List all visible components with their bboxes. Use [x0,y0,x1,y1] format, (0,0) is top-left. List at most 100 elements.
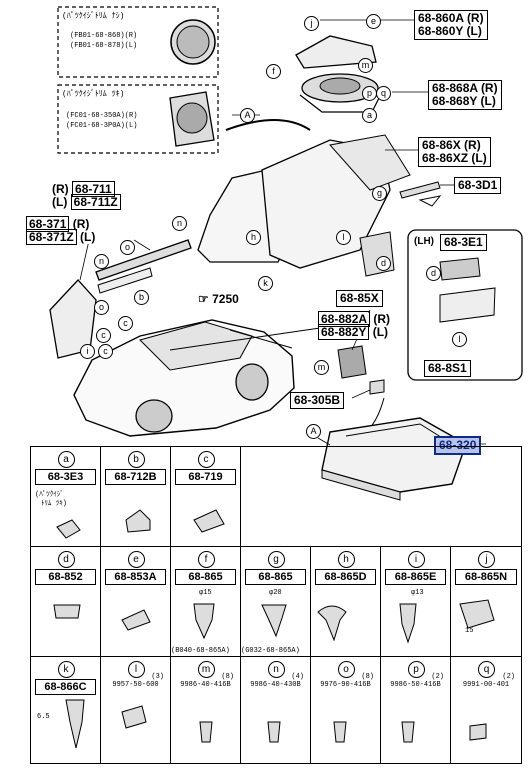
ref-circle-l-1[interactable]: l [336,230,351,245]
ref-circle-o-1[interactable]: o [120,240,135,255]
ref-circle-c-3[interactable]: c [98,344,113,359]
legend-cell-f[interactable]: f 68-865 φ15 (B040-68-865A) [171,547,241,657]
part-68-868Y: 68-868Y [432,94,478,108]
legend-cell-m[interactable]: m (8) 9986-40-416B [171,657,241,763]
part-label-7250[interactable]: ☞ 7250 [198,292,239,306]
ref-circle-l-2[interactable]: l [452,332,467,347]
ref-circle-d-2[interactable]: d [426,266,441,281]
legend-part-68-3E3: 68-3E3 [35,469,96,485]
part-68-305B[interactable]: 68-305B [290,392,345,409]
ref-circle-e[interactable]: e [366,14,381,29]
part-box-68-711[interactable]: (R) 68-711 (L) 68-711Z [52,181,121,210]
legend-part-68-719: 68-719 [175,469,236,485]
callout-no-trim-part-r: (FB01-68-868)(R) [70,32,138,40]
legend-cell-a[interactable]: a 68-3E3 (ﾊﾟﾂｸｲｼﾞ ﾄﾘﾑ ﾂｷ) [31,447,101,547]
ref-circle-m-2[interactable]: m [314,360,329,375]
part-68-882A: 68-882A [318,311,371,327]
callout-no-trim-part-l: (FB01-68-878)(L) [70,42,138,50]
ref-circle-g[interactable]: g [372,186,387,201]
scuff-plate [95,239,192,294]
upper-trim-panel [295,35,377,69]
legend-cell-c[interactable]: c 68-719 [171,447,241,547]
ref-circle-A-bottom[interactable]: A [306,424,321,439]
part-68-860Y: 68-860Y [418,24,464,38]
inset-box-lh [407,229,523,381]
part-68-711Z: 68-711Z [70,194,121,210]
legend-cell-d[interactable]: d 68-852 [31,547,101,657]
legend-cell-k[interactable]: k 68-866C 6.5 [31,657,101,763]
part-box-68-371[interactable]: 68-371 (R) 68-371Z (L) [26,216,96,245]
part-box-68-860[interactable]: 68-860A (R) 68-860Y (L) [414,10,488,40]
part-68-86X: 68-86X [422,138,461,152]
legend-part-68-853A: 68-853A [105,569,166,585]
callout-no-trim-label: (ﾊﾟﾂｸｲｼﾞﾄﾘﾑ ﾅｼ) [62,12,125,21]
part-box-68-882[interactable]: 68-882A (R) 68-882Y (L) [318,311,391,340]
legend-cell-b[interactable]: b 68-712B [101,447,171,547]
ref-circle-p[interactable]: p [362,86,377,101]
legend-part-9991-00-401: 9991-00-401 [462,681,510,689]
ref-circle-b[interactable]: b [134,290,149,305]
legend-blank [241,447,521,547]
ref-circle-j[interactable]: j [304,16,319,31]
callout-trim-label: (ﾊﾟﾂｸｲｼﾞﾄﾘﾑ ﾂｷ) [62,90,125,99]
legend-cell-l[interactable]: l (3) 9957-50-600 [101,657,171,763]
legend-note-b040: (B040-68-865A) [171,647,230,655]
legend-cell-h[interactable]: h 68-865D [311,547,381,657]
part-box-68-868[interactable]: 68-868A (R) 68-868Y (L) [428,80,502,110]
ref-circle-i[interactable]: i [80,344,95,359]
legend-part-68-865-g: 68-865 [245,569,306,585]
part-68-3D1[interactable]: 68-3D1 [454,177,502,194]
ref-circle-c-2[interactable]: c [96,328,111,343]
ref-circle-d-1[interactable]: d [376,256,391,271]
callout-trim-part-l: (FC01-68-3P0A)(L) [66,122,138,130]
ref-circle-n-2[interactable]: n [94,254,109,269]
legend-part-68-852: 68-852 [35,569,96,585]
bracket-85x [359,231,395,277]
part-68-8S1[interactable]: 68-8S1 [424,360,471,377]
callout-no-trim [57,6,219,78]
clip-305b [367,379,385,431]
legend-part-9976-90-416B: 9976-90-416B [320,681,371,689]
ref-circle-m-1[interactable]: m [358,58,373,73]
legend-part-9986-50-416B: 9986-50-416B [390,681,441,689]
part-68-320-highlighted[interactable]: 68-320 [434,436,482,455]
legend-part-68-865E: 68-865E [385,569,446,585]
legend-cell-p[interactable]: p (2) 9986-50-416B [381,657,451,763]
lh-label: (LH) [414,236,434,247]
part-68-85X[interactable]: 68-85X [336,290,383,307]
legend-cell-j[interactable]: j 68-865N 15 [451,547,521,657]
part-68-3E1[interactable]: 68-3E1 [440,234,487,251]
ref-circle-h[interactable]: h [246,230,261,245]
part-68-860A: 68-860A [418,11,464,25]
legend-cell-o[interactable]: o (8) 9976-90-416B [311,657,381,763]
ref-circle-q[interactable]: q [376,86,391,101]
fastener-legend-table: a 68-3E3 (ﾊﾟﾂｸｲｼﾞ ﾄﾘﾑ ﾂｷ) b 68-712B c 68… [30,446,522,764]
legend-part-68-866C: 68-866C [35,679,96,695]
legend-fastener-drawings [53,509,495,749]
part-68-868A: 68-868A [432,81,478,95]
legend-cell-i[interactable]: i 68-865E φ13 [381,547,451,657]
legend-part-9957-50-600: 9957-50-600 [112,681,159,689]
ref-circle-f[interactable]: f [266,64,281,79]
ref-circle-k[interactable]: k [258,276,273,291]
part-68-86XZ: 68-86XZ [422,151,469,165]
car-illustration [73,319,321,437]
legend-cell-q[interactable]: q (2) 9991-00-401 [451,657,521,763]
part-box-68-86x[interactable]: 68-86X (R) 68-86XZ (L) [418,137,491,167]
legend-cell-e[interactable]: e 68-853A [101,547,171,657]
ref-circle-n-1[interactable]: n [172,216,187,231]
legend-part-68-865N: 68-865N [455,569,517,585]
part-68-882Y: 68-882Y [318,324,370,340]
quarter-trim-panels [197,134,411,269]
legend-note-g032: (G032-68-865A) [241,647,300,655]
legend-cell-g[interactable]: g 68-865 φ20 (G032-68-865A) [241,547,311,657]
ref-circle-o-2[interactable]: o [94,300,109,315]
ref-circle-c-1[interactable]: c [118,316,133,331]
trunk-board-320 [321,417,467,501]
garnish-3d1 [399,181,442,207]
callout-with-trim [57,84,219,154]
ref-circle-a[interactable]: a [362,108,377,123]
ref-circle-A-top[interactable]: A [240,108,255,123]
legend-cell-n[interactable]: n (4) 9986-40-430B [241,657,311,763]
